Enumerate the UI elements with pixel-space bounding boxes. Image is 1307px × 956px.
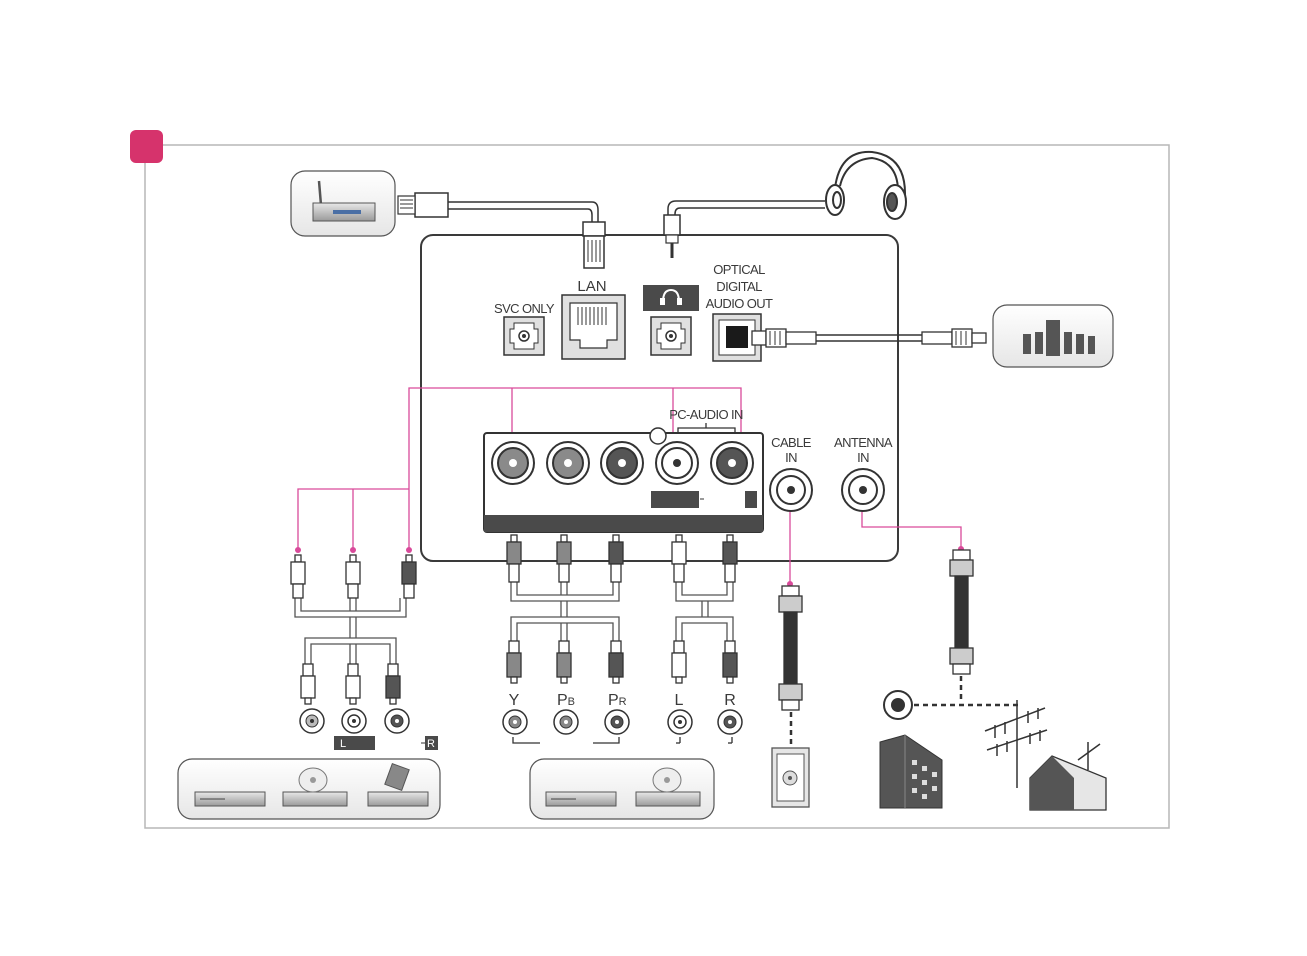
component-pb-label: PB bbox=[557, 692, 575, 709]
section-marker bbox=[130, 130, 163, 163]
audio-l-label: L bbox=[675, 692, 684, 709]
antenna-in-label-line1: ANTENNA bbox=[834, 435, 893, 450]
pc-audio-in-label: PC-AUDIO IN bbox=[669, 407, 743, 422]
rca-jack-2[interactable] bbox=[547, 442, 589, 484]
lan-cable bbox=[448, 202, 598, 222]
lan-plug bbox=[583, 222, 605, 268]
antenna-in-label-line2: IN bbox=[857, 450, 869, 465]
composite-plug-1 bbox=[291, 555, 305, 598]
optical-label-line3: AUDIO OUT bbox=[706, 296, 773, 311]
antenna-in-coax-cable bbox=[950, 550, 973, 703]
optical-label-line2: DIGITAL bbox=[716, 279, 762, 294]
router-plug bbox=[398, 193, 448, 217]
composite-plug-3 bbox=[402, 555, 416, 598]
headphone-port[interactable] bbox=[643, 285, 699, 355]
house-icon bbox=[1030, 742, 1106, 810]
lan-label: LAN bbox=[577, 278, 606, 295]
headphone-icon bbox=[826, 152, 906, 219]
component-y-label: Y bbox=[509, 692, 520, 709]
composite-device-jacks bbox=[300, 709, 409, 733]
headphone-cable bbox=[668, 201, 825, 215]
rca-jack-5[interactable] bbox=[711, 442, 753, 484]
composite-l-label: L bbox=[340, 738, 346, 750]
cable-in-label-line2: IN bbox=[785, 450, 797, 465]
svc-only-label: SVC ONLY bbox=[494, 301, 555, 316]
rca-jack-3[interactable] bbox=[601, 442, 643, 484]
composite-plug-2 bbox=[346, 555, 360, 598]
component-plug-2 bbox=[557, 535, 571, 582]
component-plug-3 bbox=[609, 535, 623, 582]
component-plug-1 bbox=[507, 535, 521, 582]
audio-r-label: R bbox=[724, 692, 736, 709]
jack-grouping-brackets bbox=[513, 737, 732, 743]
optical-label-line1: OPTICAL bbox=[713, 262, 765, 277]
building-icon bbox=[880, 691, 942, 808]
panel-indicator bbox=[650, 428, 666, 444]
cable-in-label-line1: CABLE bbox=[771, 435, 812, 450]
composite-r-label: R bbox=[427, 738, 435, 750]
rca-jack-4[interactable] bbox=[656, 442, 698, 484]
cable-in-coax-cable bbox=[779, 586, 802, 744]
cable-in-port[interactable] bbox=[770, 469, 812, 511]
rca-jack-1[interactable] bbox=[492, 442, 534, 484]
audio-plug-l bbox=[672, 535, 686, 582]
wall-jack-icon bbox=[772, 748, 809, 807]
component-device-jacks bbox=[503, 710, 742, 734]
component-devices-bubble bbox=[530, 759, 714, 819]
lan-port[interactable] bbox=[562, 295, 625, 359]
svc-only-port[interactable] bbox=[504, 317, 544, 355]
antenna-in-port[interactable] bbox=[842, 469, 884, 511]
component-pr-label: PR bbox=[608, 692, 627, 709]
audio-plug-r bbox=[723, 535, 737, 582]
